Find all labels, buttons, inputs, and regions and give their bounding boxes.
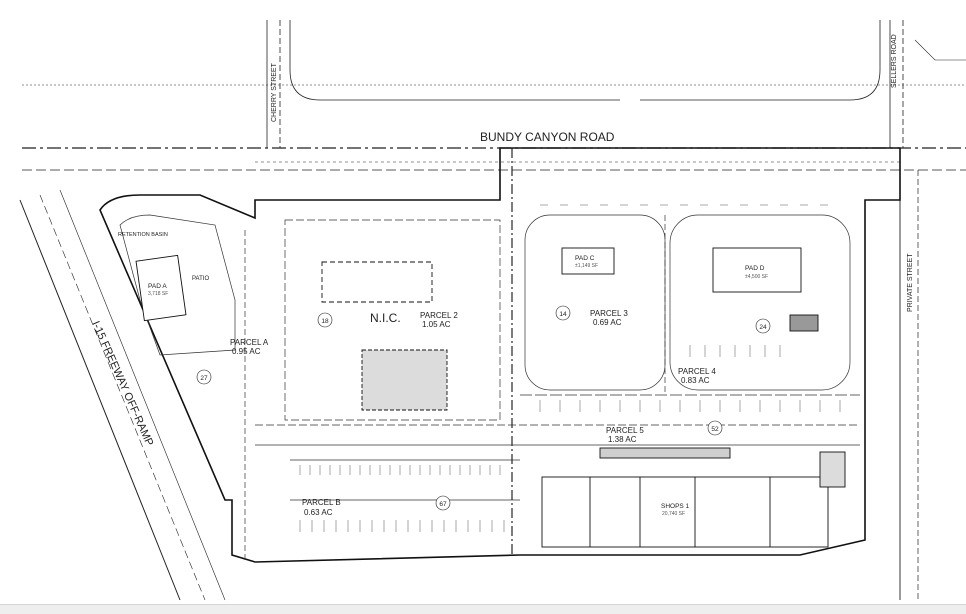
shops-1-area: 20,740 SF [662,511,685,517]
stall-count-markers [196,305,771,511]
shops-1-name: SHOPS 1 [661,503,690,510]
bundy-canyon-road-label: BUNDY CANYON ROAD [480,130,615,144]
nic-label: N.I.C. [370,311,401,325]
parcel-lines [119,214,860,560]
parcel-2-area: 1.05 AC [422,320,451,329]
pad-a-building [135,254,187,322]
buildings [135,247,846,548]
parcel-5-name: PARCEL 5 [606,426,644,435]
private-street-label: PRIVATE STREET [907,253,914,312]
bottom-bar [0,604,966,614]
stall-count-p2: 18 [321,318,329,325]
pad-a-name: PAD A [148,283,167,290]
retention-basin-label: RETENTION BASIN [118,232,168,238]
stall-count-p5: 52 [711,426,719,433]
parcel-5-area: 1.38 AC [608,435,637,444]
stall-count-p3: 14 [559,311,567,318]
property-boundary [99,147,901,563]
sellers-road-label: SELLERS ROAD [891,34,898,88]
parcel-a-name: PARCEL A [230,338,269,347]
parcel-4-area: 0.83 AC [681,376,710,385]
parcel-b-name: PARCEL B [302,498,341,507]
parcel-3-area: 0.69 AC [593,318,622,327]
stall-count-b: 67 [439,501,447,508]
nic-building [361,349,448,411]
parcel-3-name: PARCEL 3 [590,309,628,318]
parcel-4-name: PARCEL 4 [678,367,716,376]
parking-stalls [299,204,841,532]
cherry-street-label: CHERRY STREET [271,62,278,122]
parcel-a-area: 0.95 AC [232,347,261,356]
pad-d-building [712,247,802,293]
pad-c-building [561,247,615,275]
stall-count-a: 27 [200,375,208,382]
parcel-2-name: PARCEL 2 [420,311,458,320]
stall-count-p4: 24 [759,324,767,331]
pad-c-area: ±1,149 SF [575,263,598,269]
parcel-b-area: 0.63 AC [304,508,333,517]
patio-label: PATIO [192,276,209,282]
pad-a-area: 3,718 SF [148,291,168,297]
freeway-label: I-15 FREEWAY OFF-RAMP [89,319,155,448]
pad-c-name: PAD C [575,255,595,262]
nic-pad [321,261,433,303]
pad-d-area: ±4,500 SF [745,274,768,280]
pad-d-name: PAD D [745,265,765,272]
